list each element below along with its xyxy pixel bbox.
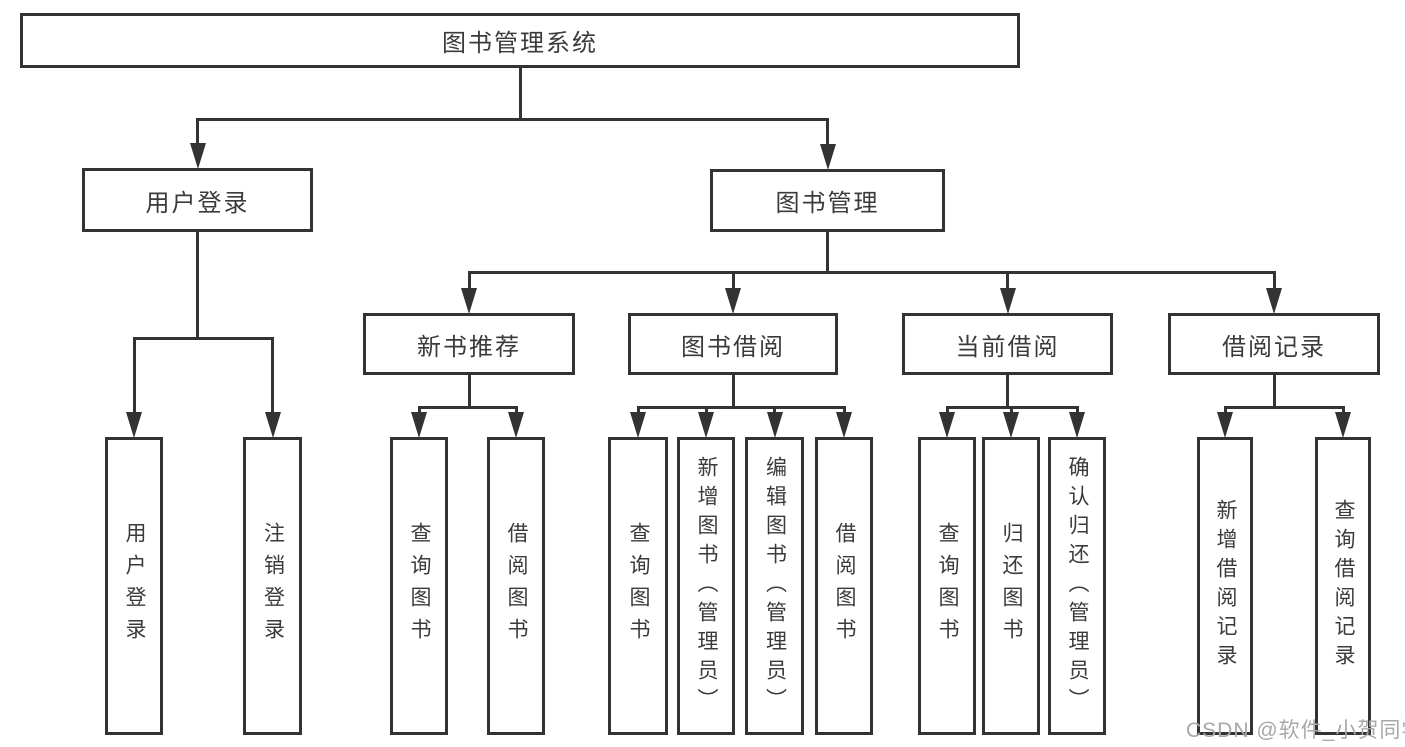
node-label-edit-books: 编辑图书（管理员） xyxy=(763,455,787,717)
edge-branch-query-borrow-record xyxy=(1341,406,1345,413)
arrow-down-icon-return-books xyxy=(1003,412,1019,438)
node-borrow-books: 借阅图书 xyxy=(815,437,873,735)
edge-branch-book-mgmt xyxy=(826,118,829,145)
edge-stem-new-book-rec xyxy=(467,375,471,409)
node-label-login: 用户登录 xyxy=(123,522,146,650)
node-label-confirm-return: 确认归还（管理员） xyxy=(1066,455,1089,717)
node-label-logout: 注销登录 xyxy=(261,522,285,650)
edge-branch-borrow-books-rec xyxy=(514,406,518,413)
node-label-borrow-records: 借阅记录 xyxy=(1222,333,1326,361)
node-label-new-book-rec: 新书推荐 xyxy=(417,333,521,361)
node-query-borrow-record: 查询借阅记录 xyxy=(1315,437,1371,735)
arrow-down-icon-query-books-current xyxy=(939,412,955,438)
arrow-down-icon-borrow-records xyxy=(1266,288,1282,314)
node-query-books-rec: 查询图书 xyxy=(390,437,448,735)
node-book-mgmt: 图书管理 xyxy=(710,169,945,232)
edge-bar-book-mgmt xyxy=(467,271,1276,274)
edge-stem-book-mgmt xyxy=(826,232,829,274)
node-return-books: 归还图书 xyxy=(982,437,1040,735)
node-user-login: 用户登录 xyxy=(82,168,313,232)
edge-branch-query-books-rec xyxy=(417,406,421,413)
node-query-books-borrow: 查询图书 xyxy=(608,437,668,735)
node-query-books-current: 查询图书 xyxy=(918,437,976,735)
edge-branch-book-borrow xyxy=(731,271,735,289)
edge-branch-return-books xyxy=(1009,406,1013,413)
node-label-borrow-books: 借阅图书 xyxy=(833,522,856,650)
edge-branch-login xyxy=(132,337,136,413)
edge-stem-borrow-records xyxy=(1272,375,1276,409)
arrow-down-icon-query-books-rec xyxy=(411,412,427,438)
arrow-down-icon-confirm-return xyxy=(1069,412,1085,438)
node-borrow-books-rec: 借阅图书 xyxy=(487,437,545,735)
node-label-return-books: 归还图书 xyxy=(1000,522,1023,650)
arrow-down-icon-new-book-rec xyxy=(461,288,477,314)
edge-branch-user-login xyxy=(196,118,199,144)
edge-branch-new-book-rec xyxy=(467,271,471,289)
edge-branch-edit-books xyxy=(773,406,776,413)
arrow-down-icon-query-borrow-record xyxy=(1335,412,1351,438)
edge-bar-book-borrow xyxy=(636,406,846,409)
node-current-borrow: 当前借阅 xyxy=(902,313,1113,375)
arrow-down-icon-book-borrow xyxy=(725,288,741,314)
edge-branch-add-books xyxy=(704,406,708,413)
node-label-user-login: 用户登录 xyxy=(145,189,250,217)
node-label-book-mgmt: 图书管理 xyxy=(775,190,880,217)
arrow-down-icon-logout xyxy=(264,412,281,438)
csdn-watermark: CSDN @软件_小贺同学 xyxy=(1186,719,1405,742)
node-label-query-books-rec: 查询图书 xyxy=(408,522,431,650)
node-new-book-rec: 新书推荐 xyxy=(363,313,575,375)
edge-bar-borrow-records xyxy=(1223,406,1345,409)
edge-branch-add-borrow-record xyxy=(1223,406,1227,413)
edge-branch-query-books-borrow xyxy=(636,406,640,413)
node-edit-books: 编辑图书（管理员） xyxy=(745,437,804,735)
node-confirm-return: 确认归还（管理员） xyxy=(1048,437,1106,735)
edge-stem-root xyxy=(518,68,522,121)
node-label-query-books-borrow: 查询图书 xyxy=(627,522,650,650)
arrow-down-icon-add-books xyxy=(698,412,714,438)
edge-stem-current-borrow xyxy=(1006,375,1009,409)
arrow-down-icon-current-borrow xyxy=(999,288,1016,314)
arrow-down-icon-user-login xyxy=(189,143,206,169)
edge-stem-user-login xyxy=(196,232,199,340)
node-login: 用户登录 xyxy=(105,437,163,735)
node-label-root: 图书管理系统 xyxy=(442,30,598,57)
edge-branch-logout xyxy=(271,337,274,413)
node-logout: 注销登录 xyxy=(243,437,302,735)
node-book-borrow: 图书借阅 xyxy=(628,313,838,375)
arrow-down-icon-borrow-books-rec xyxy=(508,412,524,438)
edge-branch-borrow-records xyxy=(1272,271,1276,289)
edge-branch-confirm-return xyxy=(1075,406,1079,413)
arrow-down-icon-edit-books xyxy=(766,412,783,438)
edge-branch-current-borrow xyxy=(1006,271,1009,289)
edge-branch-query-books-current xyxy=(945,406,949,413)
node-label-book-borrow: 图书借阅 xyxy=(681,333,785,361)
node-root: 图书管理系统 xyxy=(20,13,1020,68)
node-add-books: 新增图书（管理员） xyxy=(677,437,735,735)
edge-bar-new-book-rec xyxy=(417,406,518,409)
arrow-down-icon-query-books-borrow xyxy=(630,412,646,438)
node-label-query-books-current: 查询图书 xyxy=(936,522,959,650)
node-label-add-borrow-record: 新增借阅记录 xyxy=(1214,499,1237,673)
edge-stem-book-borrow xyxy=(731,375,735,409)
node-label-borrow-books-rec: 借阅图书 xyxy=(505,522,528,650)
edge-bar-user-login xyxy=(132,337,274,340)
node-label-current-borrow: 当前借阅 xyxy=(955,333,1060,361)
edge-bar-root xyxy=(196,118,829,121)
arrow-down-icon-book-mgmt xyxy=(819,144,836,170)
arrow-down-icon-login xyxy=(126,412,142,438)
node-add-borrow-record: 新增借阅记录 xyxy=(1197,437,1253,735)
node-label-query-borrow-record: 查询借阅记录 xyxy=(1332,499,1355,673)
edge-branch-borrow-books xyxy=(842,406,846,413)
arrow-down-icon-add-borrow-record xyxy=(1217,412,1233,438)
arrow-down-icon-borrow-books xyxy=(836,412,852,438)
node-label-add-books: 新增图书（管理员） xyxy=(695,455,718,717)
node-borrow-records: 借阅记录 xyxy=(1168,313,1380,375)
